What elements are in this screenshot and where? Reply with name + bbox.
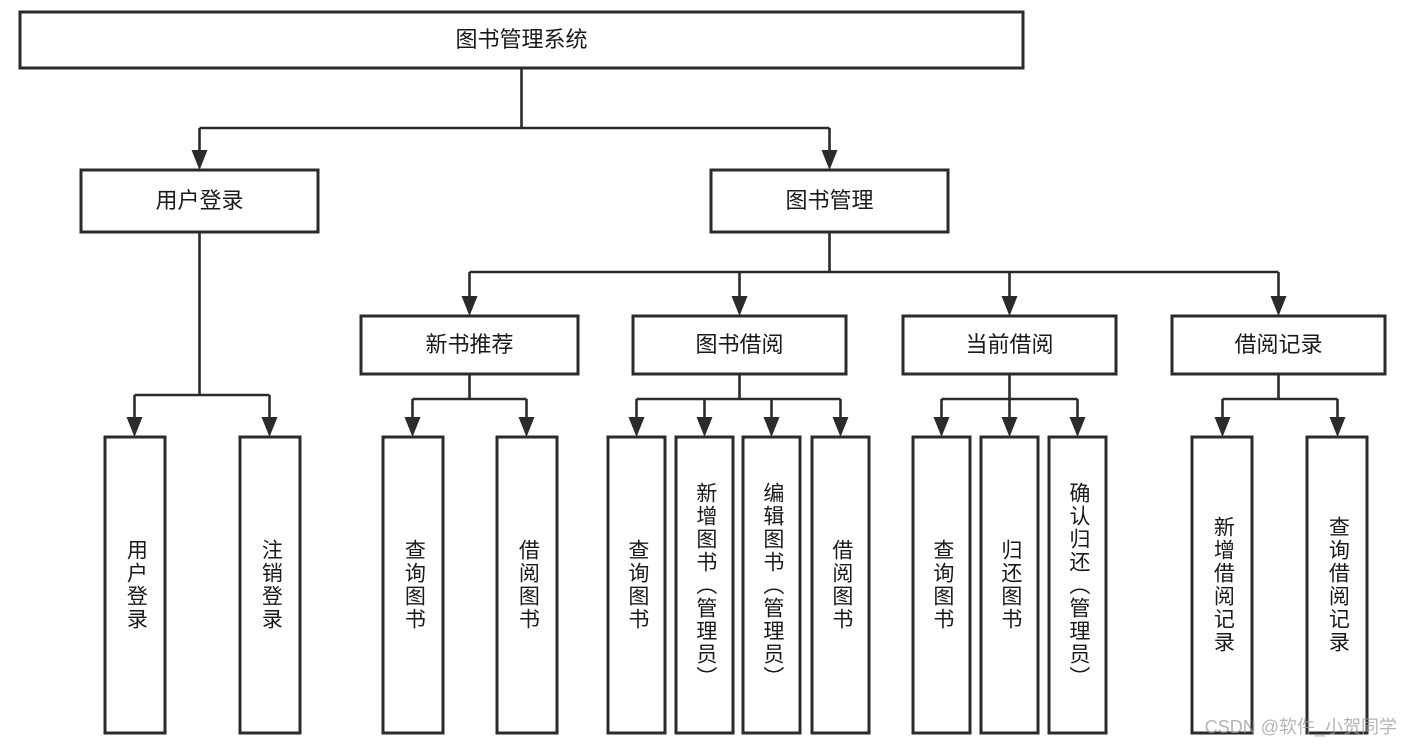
arrowhead-leaf-confirm-return — [1069, 417, 1086, 437]
connector-ul-to-leaves — [133, 232, 271, 419]
leaf-borrow-book-1-box[interactable] — [495, 435, 559, 735]
connector-bb-to-leaves — [635, 374, 842, 419]
connector-cb-to-leaves — [940, 374, 1079, 419]
connector-group-root — [191, 68, 838, 170]
node-user-login-box — [79, 168, 320, 234]
arrowhead-user-login — [191, 150, 208, 170]
arrowhead-leaf-query-book-3 — [933, 417, 950, 437]
arrowhead-leaf-add-book — [696, 417, 713, 437]
node-current-borrow[interactable]: 当前借阅 — [901, 314, 1118, 376]
connector-bm-to-level3 — [468, 232, 1280, 298]
leaf-boxes-book-borrow — [606, 435, 871, 735]
node-system-title-box — [18, 10, 1025, 70]
arrowhead-leaf-return-book — [1001, 417, 1018, 437]
arrowhead-book-borrow — [731, 296, 748, 316]
leaf-query-book-2-box[interactable] — [606, 435, 667, 735]
connector-nbr-to-leaves — [411, 374, 528, 419]
leaf-borrow-book-2-box[interactable] — [810, 435, 871, 735]
leaf-logout-login-box[interactable] — [238, 435, 302, 735]
leaf-query-record-box[interactable] — [1305, 435, 1369, 735]
node-borrow-record[interactable]: 借阅记录 — [1170, 314, 1387, 376]
node-current-borrow-box — [901, 314, 1118, 376]
node-book-borrow[interactable]: 图书借阅 — [631, 314, 848, 376]
node-new-book-recommend[interactable]: 新书推荐 — [359, 314, 580, 376]
arrowhead-borrow-record — [1270, 296, 1287, 316]
node-book-management-box — [709, 168, 950, 234]
leaf-user-login-box[interactable] — [103, 435, 167, 735]
node-current-borrow-label: 当前借阅 — [965, 332, 1053, 357]
arrowhead-leaf-query-book-1 — [404, 417, 421, 437]
leaf-edit-book-box[interactable] — [741, 435, 802, 735]
arrowhead-leaf-user-login — [126, 417, 143, 437]
leaf-confirm-return-box[interactable] — [1047, 435, 1108, 735]
node-new-book-recommend-box — [359, 314, 580, 376]
connector-br-to-leaves — [1221, 374, 1339, 419]
connector-group-new-book-recommend — [404, 374, 535, 437]
node-book-borrow-label: 图书借阅 — [695, 332, 783, 357]
node-user-login-label: 用户登录 — [155, 188, 243, 213]
arrowhead-book-management — [821, 150, 838, 170]
node-book-borrow-box — [631, 314, 848, 376]
connector-root-to-level2 — [198, 68, 831, 152]
connector-group-book-borrow — [628, 374, 849, 437]
arrowhead-leaf-query-record — [1329, 417, 1346, 437]
leaf-query-book-1-box[interactable] — [381, 435, 445, 735]
arrowhead-leaf-query-book-2 — [628, 417, 645, 437]
leaf-boxes-user-login — [103, 435, 302, 735]
leaf-query-book-3-box[interactable] — [911, 435, 972, 735]
arrowhead-leaf-logout-login — [261, 417, 278, 437]
arrowhead-new-book-recommend — [461, 296, 478, 316]
arrowhead-leaf-edit-book — [763, 417, 780, 437]
connector-group-borrow-record — [1214, 374, 1346, 437]
leaf-boxes-borrow-record — [1190, 435, 1369, 735]
leaf-add-book-box[interactable] — [674, 435, 735, 735]
node-user-login[interactable]: 用户登录 — [79, 168, 320, 234]
node-system-title-label: 图书管理系统 — [455, 27, 587, 52]
node-new-book-recommend-label: 新书推荐 — [425, 332, 513, 357]
connector-group-user-login — [126, 232, 278, 437]
connector-group-current-borrow — [933, 374, 1086, 437]
node-system-title[interactable]: 图书管理系统 — [18, 10, 1025, 70]
arrowhead-current-borrow — [1001, 296, 1018, 316]
node-borrow-record-box — [1170, 314, 1387, 376]
arrowhead-leaf-borrow-book-1 — [518, 417, 535, 437]
arrowhead-leaf-add-record — [1214, 417, 1231, 437]
leaf-add-record-box[interactable] — [1190, 435, 1254, 735]
node-book-management[interactable]: 图书管理 — [709, 168, 950, 234]
leaf-boxes-current-borrow — [911, 435, 1108, 735]
connector-group-book-management — [461, 232, 1287, 316]
leaf-boxes-new-book-recommend — [381, 435, 559, 735]
node-borrow-record-label: 借阅记录 — [1234, 332, 1322, 357]
node-book-management-label: 图书管理 — [785, 188, 873, 213]
leaf-return-book-box[interactable] — [979, 435, 1040, 735]
arrowhead-leaf-borrow-book-2 — [832, 417, 849, 437]
